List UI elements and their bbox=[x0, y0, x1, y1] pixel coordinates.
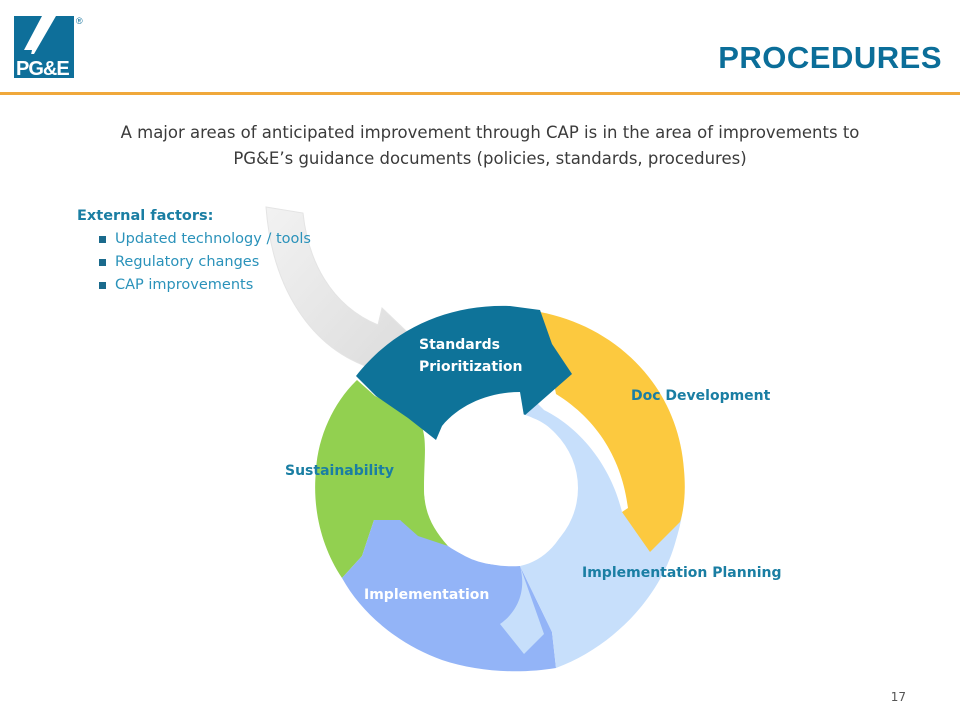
intro-text: A major areas of anticipated improvement… bbox=[90, 120, 890, 172]
stage-standards-prioritization-segment bbox=[356, 305, 572, 440]
stage-label-sustainability: Sustainability bbox=[285, 463, 394, 479]
stage-implementation-segment bbox=[342, 520, 556, 672]
logo-text: PG&E bbox=[16, 58, 69, 80]
registered-mark: ® bbox=[76, 16, 83, 26]
stage-label-standards-prioritization: Standards Prioritization bbox=[419, 337, 523, 375]
square-bullet-icon bbox=[99, 259, 106, 266]
list-item: Updated technology / tools bbox=[77, 228, 311, 251]
stage-implementation-planning-segment bbox=[500, 390, 684, 668]
stage-sustainability-segment bbox=[315, 380, 448, 578]
header-divider bbox=[0, 92, 960, 95]
square-bullet-icon bbox=[99, 236, 106, 243]
list-item: Regulatory changes bbox=[77, 251, 311, 274]
stage-doc-development-segment bbox=[540, 312, 685, 552]
cycle-center bbox=[424, 411, 578, 565]
external-factors-list: Updated technology / tools Regulatory ch… bbox=[77, 228, 311, 297]
stage-label-implementation: Implementation bbox=[364, 587, 490, 603]
page-title: PROCEDURES bbox=[718, 40, 942, 75]
page-number: 17 bbox=[890, 690, 906, 704]
pge-logo: PG&E ® bbox=[12, 14, 86, 80]
square-bullet-icon bbox=[99, 282, 106, 289]
external-factors-title: External factors: bbox=[77, 208, 214, 224]
intro-line-2: PG&E’s guidance documents (policies, sta… bbox=[233, 149, 747, 168]
intro-line-1: A major areas of anticipated improvement… bbox=[120, 123, 860, 142]
list-item: CAP improvements bbox=[77, 274, 311, 297]
external-factors: External factors: Updated technology / t… bbox=[77, 205, 311, 297]
stage-label-doc-development: Doc Development bbox=[631, 388, 771, 404]
stage-label-implementation-planning: Implementation Planning bbox=[582, 565, 782, 581]
